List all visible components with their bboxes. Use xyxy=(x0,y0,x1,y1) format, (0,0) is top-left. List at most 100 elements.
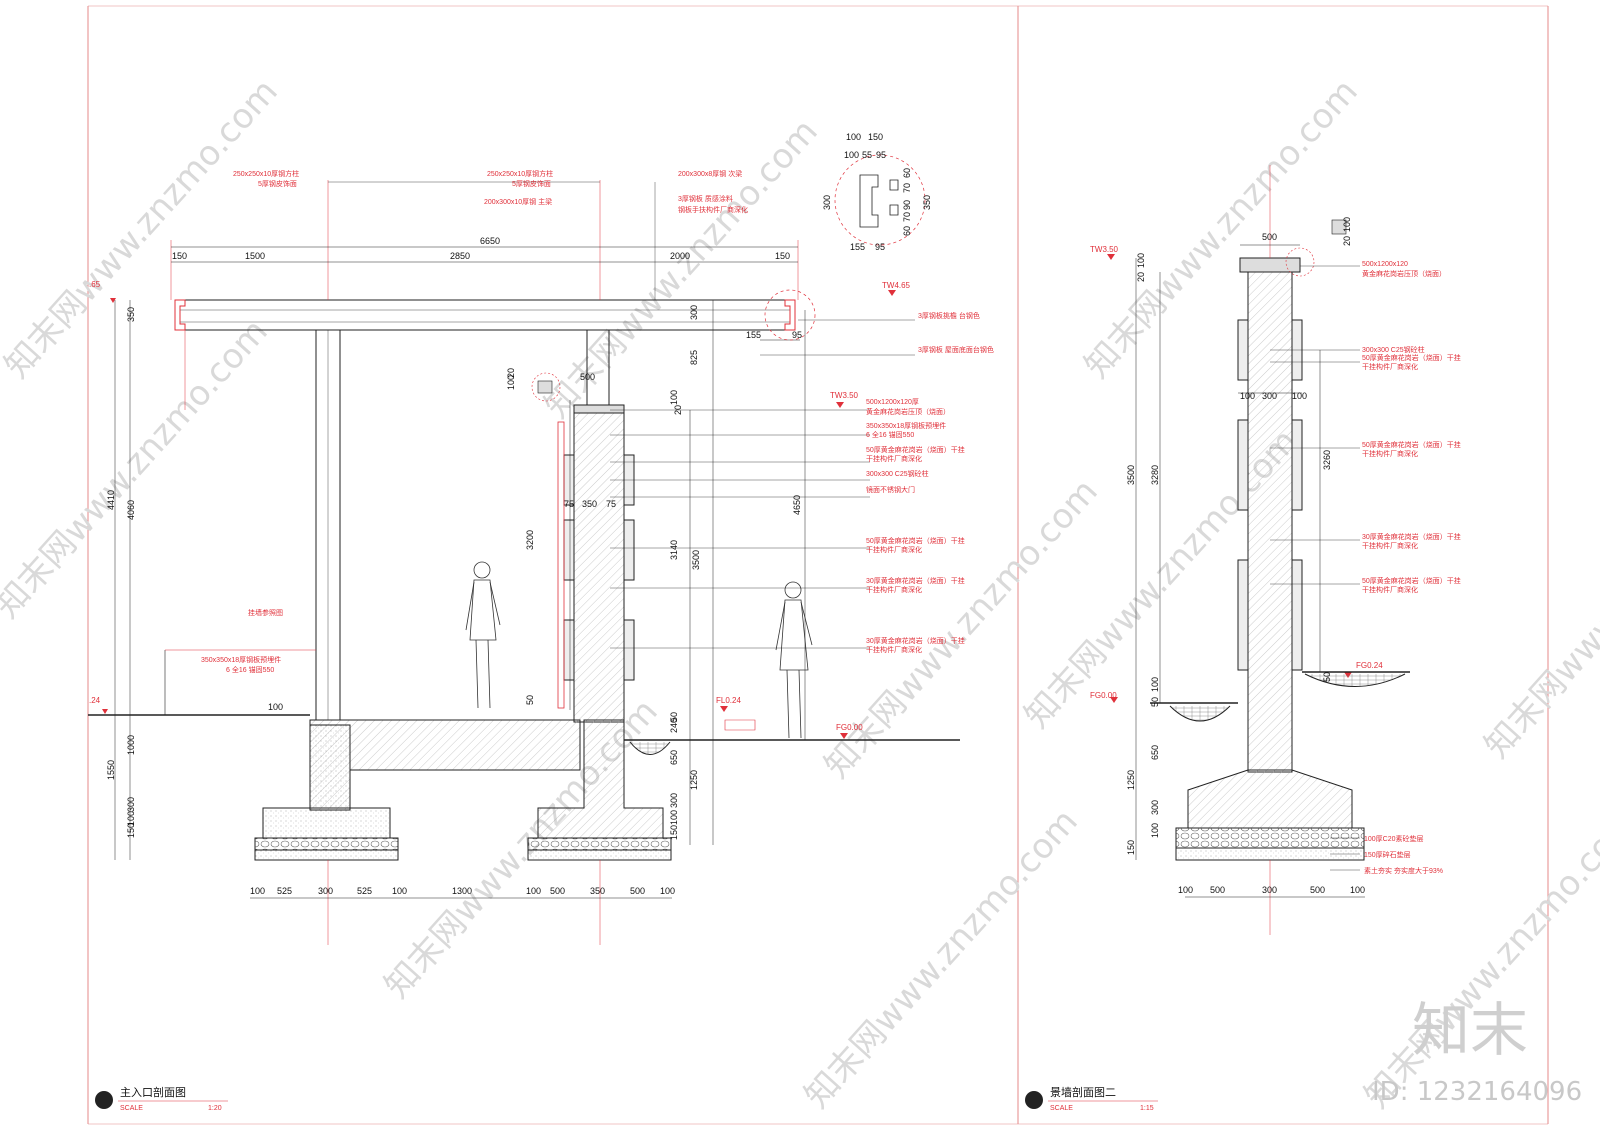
scale-value: 1:20 xyxy=(208,1105,222,1112)
annotation-note: 50厚黄金麻花岗岩（烧面）干挂 xyxy=(866,536,965,545)
dimension-label: 95 xyxy=(792,330,802,340)
dimension-label: 95 xyxy=(876,150,886,160)
annotation-note: 50厚黄金麻花岗岩（烧面）干挂 xyxy=(1362,440,1461,449)
level-label: TW4.65 xyxy=(882,281,911,290)
dimension-label: 300 xyxy=(689,305,699,320)
landscape-wall xyxy=(573,411,625,723)
dimension-label: 100 xyxy=(846,132,861,142)
main-beam xyxy=(174,299,796,331)
dimension-label: 20 xyxy=(673,405,683,415)
annotation-note: 350x350x18厚钢板预埋件 xyxy=(201,655,281,664)
right-section xyxy=(1135,165,1410,935)
annotation-note: 3厚钢板 质感涂料 xyxy=(678,194,733,203)
dimension-label: 90 xyxy=(902,200,912,210)
annotation-note: 黄金麻花岗岩压顶（烧面） xyxy=(866,407,950,416)
annotation-note: 350x350x18厚钢板预埋件 xyxy=(866,421,946,430)
dimension-label: 1250 xyxy=(1126,770,1136,790)
dimension-label: 100 xyxy=(669,810,679,825)
dimension-label: 50 xyxy=(1150,697,1160,707)
dimension-label: 20 xyxy=(1136,272,1146,282)
dimension-label: 3500 xyxy=(691,550,701,570)
left-section xyxy=(88,154,960,945)
watermark-text: 知末网www.znzmo.com xyxy=(1077,72,1366,386)
annotation-note: 250x250x10厚钢方柱 xyxy=(233,169,299,178)
dimension-label: 350 xyxy=(582,499,597,509)
annotation-note: 干挂构件厂商深化 xyxy=(1362,585,1418,594)
level-label: FL0.24 xyxy=(716,696,741,705)
annotation-note: 干挂构件厂商深化 xyxy=(866,545,922,554)
dimension-label: 100 xyxy=(1240,391,1255,401)
level-label: .24 xyxy=(89,696,101,705)
dimension-label: 70 xyxy=(902,212,912,222)
annotation-note: 3厚钢板挑檐 台钢色 xyxy=(918,311,980,320)
dimension-label: 60 xyxy=(902,226,912,236)
dimension-label: 100 xyxy=(1342,217,1352,232)
dimension-label: 150 xyxy=(172,251,187,261)
annotation-note: 钢板手扶构件厂商深化 xyxy=(678,205,748,214)
scale-label: SCALE xyxy=(120,1105,143,1112)
dimension-label: 100 xyxy=(506,375,516,390)
id-watermark: ID: 1232164096 xyxy=(1372,1077,1582,1107)
annotation-note: 150厚碎石垫层 xyxy=(1364,850,1411,859)
dimension-label: 150 xyxy=(775,251,790,261)
annotation-note: 干挂构件厂商深化 xyxy=(866,645,922,654)
annotation-note: 30厚黄金麻花岗岩（烧面）干挂 xyxy=(866,576,965,585)
dimension-label: 1500 xyxy=(245,251,265,261)
dimension-label: 300 xyxy=(1150,800,1160,815)
dimension-label: 100 xyxy=(669,390,679,405)
dimension-label: 1550 xyxy=(106,760,116,780)
annotation-note: 50厚黄金麻花岗岩（烧面）干挂 xyxy=(866,445,965,454)
dimension-label: 300 xyxy=(669,793,679,808)
dimension-label: 4650 xyxy=(792,495,802,515)
dimension-label: 75 xyxy=(606,499,616,509)
annotation-note: 200x300x8厚钢 次梁 xyxy=(678,169,742,178)
dimension-label: 3140 xyxy=(669,540,679,560)
dimension-label: 1250 xyxy=(689,770,699,790)
annotation-note: 6 全16 锚固550 xyxy=(226,665,274,674)
dimension-label: 2000 xyxy=(670,251,690,261)
annotation-note: 250x250x10厚钢方柱 xyxy=(487,169,553,178)
human-figure xyxy=(775,581,813,739)
dimension-label: 60 xyxy=(902,168,912,178)
dimension-label: 2850 xyxy=(450,251,470,261)
wall-core xyxy=(1247,271,1293,773)
sheet-frames xyxy=(87,5,1549,1125)
dimension-label: 3200 xyxy=(525,530,535,550)
dimension-label: 650 xyxy=(669,750,679,765)
dimension-label: 100 xyxy=(392,886,407,896)
dimension-label: 150 xyxy=(126,823,136,838)
dimension-label: 100 xyxy=(1136,253,1146,268)
dimension-label: 4410 xyxy=(106,490,116,510)
dimension-label: 500 xyxy=(1210,885,1225,895)
dimension-label: 95 xyxy=(875,242,885,252)
dimension-label: 500 xyxy=(1262,232,1277,242)
annotation-note: 500x1200x120厚 xyxy=(866,398,919,406)
dimension-label: 100 xyxy=(1350,885,1365,895)
dimension-label: 500 xyxy=(1310,885,1325,895)
annotation-note: 100厚C20素砼垫层 xyxy=(1364,834,1424,843)
scale-value: 1:15 xyxy=(1140,1105,1154,1112)
annotation-note: 干挂构件厂商深化 xyxy=(1362,449,1418,458)
annotation-note: 5厚钢皮饰面 xyxy=(258,179,297,188)
human-figure xyxy=(465,561,501,709)
dimension-label: 100 xyxy=(126,811,136,826)
annotation-note: 镜面不锈钢大门 xyxy=(866,485,915,494)
annotation-note: 干挂构件厂商深化 xyxy=(866,585,922,594)
dimension-label: 100 xyxy=(526,886,541,896)
dimension-label: 1300 xyxy=(452,886,472,896)
dimension-label: 55 xyxy=(862,150,872,160)
annotation-note: 200x300x10厚钢 主梁 xyxy=(484,197,552,206)
dimension-label: 100 xyxy=(250,886,265,896)
dimension-label: 100 xyxy=(1178,885,1193,895)
dimension-label: 150 xyxy=(669,825,679,840)
watermark-text: 知末网www.znzmo.com xyxy=(1357,802,1600,1116)
level-label: .65 xyxy=(89,280,101,289)
level-label: TW3.50 xyxy=(1090,245,1119,254)
dimension-label: 300 xyxy=(822,195,832,210)
dimension-label: 100 xyxy=(1150,677,1160,692)
dimension-label: 300 xyxy=(318,886,333,896)
dimension-label: 75 xyxy=(564,499,574,509)
dimension-label: 825 xyxy=(689,350,699,365)
